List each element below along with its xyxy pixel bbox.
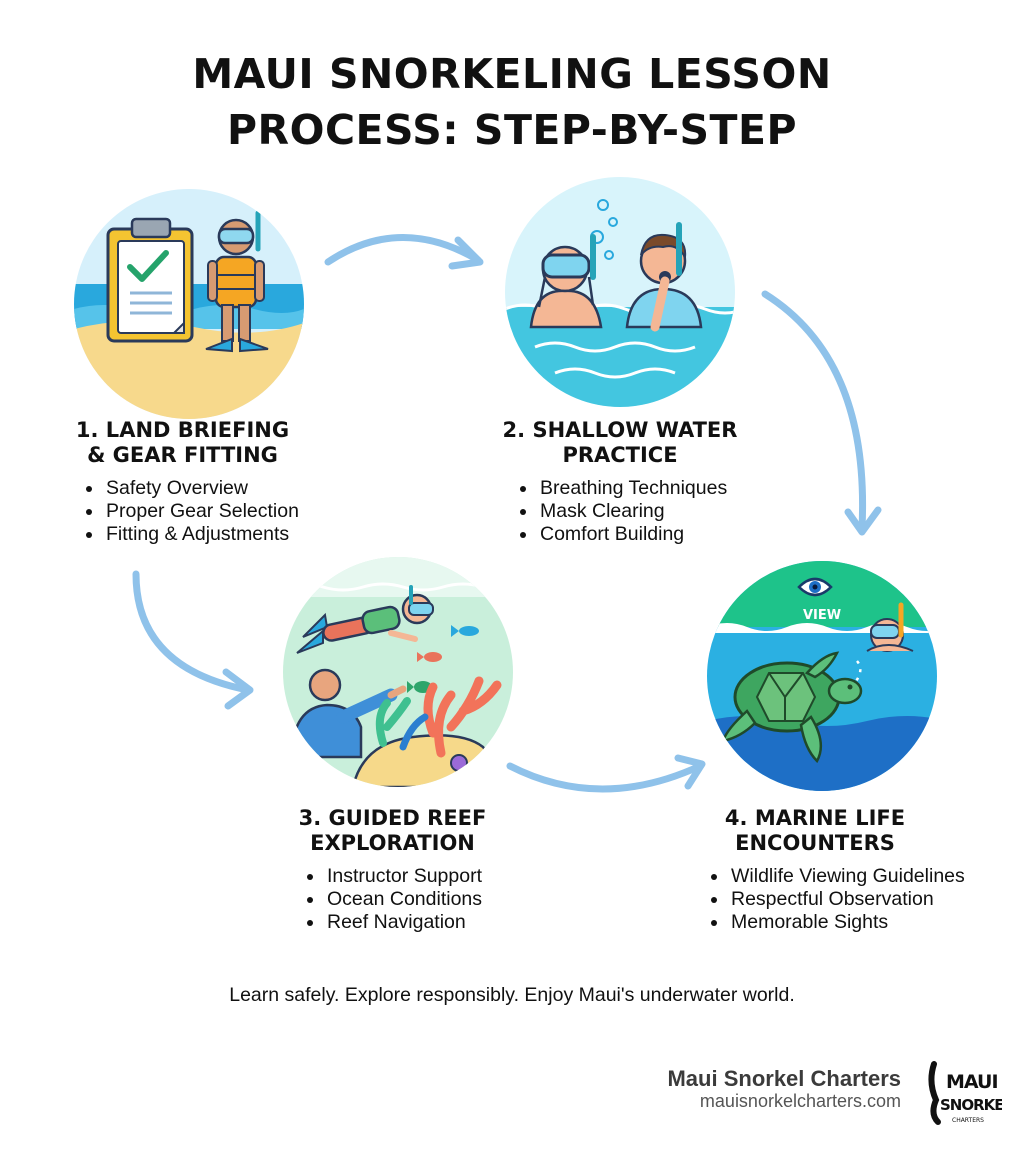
diver-and-instructor-reef-icon <box>283 557 513 787</box>
list-item: Comfort Building <box>518 523 727 546</box>
view-eye-icon <box>797 577 833 597</box>
brand-logo: MAUI SNORKEL CHARTERS <box>928 1061 1002 1125</box>
brand-name: Maui Snorkel Charters <box>667 1066 901 1091</box>
step-4-bullets: Wildlife Viewing Guidelines Respectful O… <box>709 865 965 934</box>
arrow-step-1-to-2 <box>324 234 484 270</box>
svg-text:SNORKEL: SNORKEL <box>940 1096 1002 1114</box>
list-item: Mask Clearing <box>518 500 727 523</box>
list-item: Memorable Sights <box>709 911 965 934</box>
arrow-step-1-to-3 <box>132 570 254 710</box>
step-1-title-line-2: & GEAR FITTING <box>87 443 278 467</box>
step-4-title: 4. MARINE LIFE ENCOUNTERS <box>705 806 925 856</box>
list-item: Safety Overview <box>84 477 299 500</box>
list-item: Breathing Techniques <box>518 477 727 500</box>
view-badge: VIEW <box>803 608 841 623</box>
step-3-title-line-1: 3. GUIDED REEF <box>298 806 487 830</box>
clipboard-checklist-snorkeler-icon <box>74 189 304 419</box>
list-item: Wildlife Viewing Guidelines <box>709 865 965 888</box>
list-item: Reef Navigation <box>305 911 482 934</box>
step-2-illustration <box>505 177 735 407</box>
step-3-title-line-2: EXPLORATION <box>310 831 475 855</box>
step-1-illustration <box>74 189 304 419</box>
title-line-2: PROCESS: STEP-BY-STEP <box>226 106 798 154</box>
step-1-title-line-1: 1. LAND BRIEFING <box>75 418 290 442</box>
step-4-title-line-1: 4. MARINE LIFE <box>724 806 906 830</box>
step-2-title-line-1: 2. SHALLOW WATER <box>502 418 738 442</box>
list-item: Instructor Support <box>305 865 482 888</box>
tagline: Learn safely. Explore responsibly. Enjoy… <box>229 984 795 1006</box>
brand-url: mauisnorkelcharters.com <box>699 1091 901 1111</box>
step-1-title: 1. LAND BRIEFING & GEAR FITTING <box>60 418 305 468</box>
arrow-step-2-to-4 <box>761 290 882 536</box>
step-2-title-line-2: PRACTICE <box>562 443 678 467</box>
svg-text:CHARTERS: CHARTERS <box>952 1117 984 1124</box>
list-item: Fitting & Adjustments <box>84 523 299 546</box>
svg-text:MAUI: MAUI <box>946 1071 998 1093</box>
arrow-step-3-to-4 <box>506 754 706 793</box>
step-2-title: 2. SHALLOW WATER PRACTICE <box>490 418 750 468</box>
step-1-bullets: Safety Overview Proper Gear Selection Fi… <box>84 477 299 546</box>
step-3-title: 3. GUIDED REEF EXPLORATION <box>275 806 510 856</box>
list-item: Respectful Observation <box>709 888 965 911</box>
step-4-illustration: VIEW <box>707 561 937 791</box>
sea-turtle-observation-icon: VIEW <box>707 561 937 791</box>
step-4-title-line-2: ENCOUNTERS <box>735 831 895 855</box>
step-3-illustration <box>283 557 513 787</box>
step-3-bullets: Instructor Support Ocean Conditions Reef… <box>305 865 482 934</box>
title-line-1: MAUI SNORKELING LESSON <box>192 50 832 98</box>
snorkelers-in-shallow-water-icon <box>505 177 735 407</box>
page-title: MAUI SNORKELING LESSON PROCESS: STEP-BY-… <box>0 46 1024 158</box>
list-item: Ocean Conditions <box>305 888 482 911</box>
step-2-bullets: Breathing Techniques Mask Clearing Comfo… <box>518 477 727 546</box>
list-item: Proper Gear Selection <box>84 500 299 523</box>
